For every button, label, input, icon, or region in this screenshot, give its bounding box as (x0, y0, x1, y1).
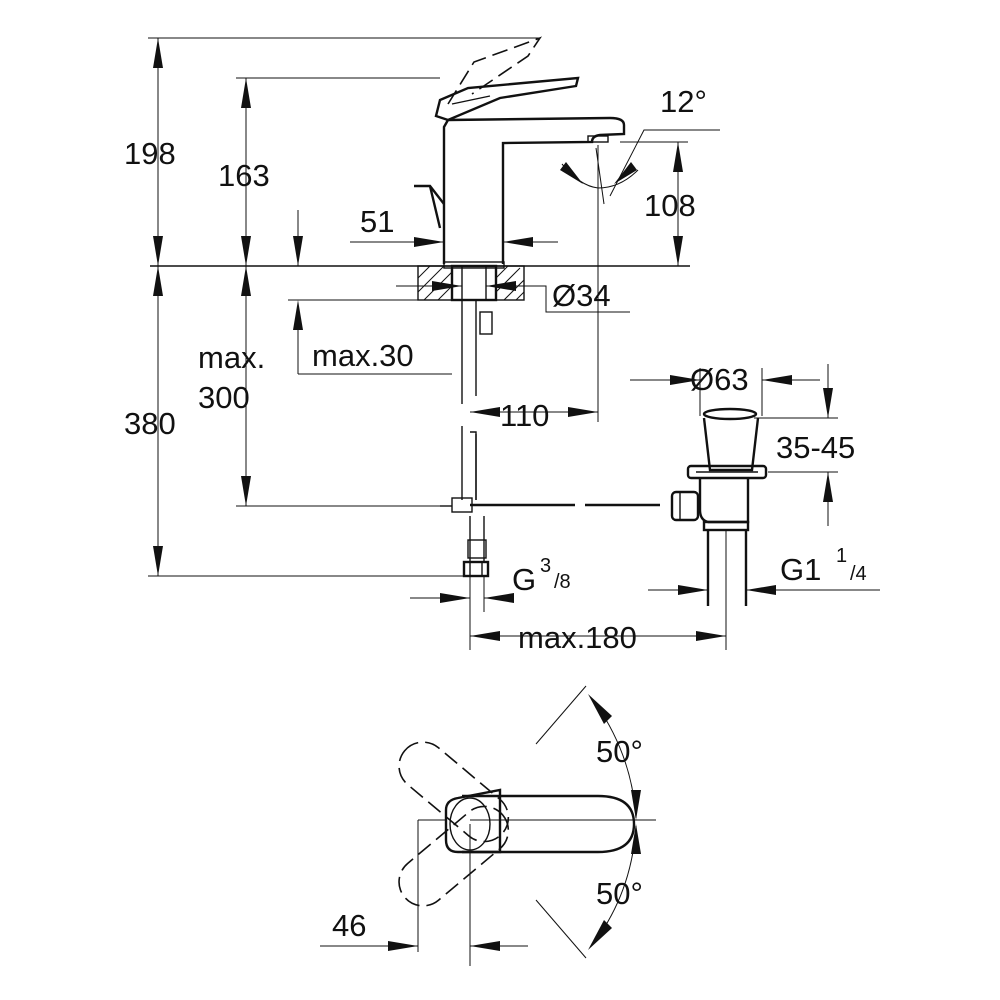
faucet-side-view (414, 36, 626, 264)
dimension-labels: 198 163 12° 108 51 Ø34 max. 300 max.30 3… (124, 84, 867, 943)
drain-side-port (670, 490, 700, 522)
label-g-num: 3 (540, 555, 551, 577)
lever-position-left (398, 741, 510, 843)
label-angle-50-top: 50° (596, 734, 643, 769)
label-51: 51 (360, 204, 394, 239)
label-g1-num: 1 (836, 545, 847, 567)
label-g-den: /8 (554, 571, 571, 593)
waste-drain (670, 407, 768, 606)
label-g1-prefix: G1 (780, 552, 821, 587)
drain-plug (702, 407, 758, 421)
spout-underside (502, 141, 593, 144)
lever-handle (434, 76, 580, 122)
shank-fitting (479, 311, 493, 335)
hose-nut-g38 (462, 560, 490, 578)
label-163: 163 (218, 158, 270, 193)
popup-connector (451, 497, 473, 513)
lever-position-right (398, 805, 510, 907)
aerator (587, 135, 609, 143)
label-110: 110 (500, 398, 549, 433)
label-46: 46 (332, 908, 366, 943)
label-g-prefix: G (512, 562, 536, 597)
top-base (444, 788, 502, 854)
deck-section (150, 261, 690, 578)
label-198: 198 (124, 136, 176, 171)
label-angle-12: 12° (660, 84, 707, 119)
label-angle-50-bottom: 50° (596, 876, 643, 911)
top-lever (462, 794, 636, 854)
dimension-lines (148, 37, 880, 650)
label-max-30: max.30 (312, 338, 414, 373)
label-dia-34: Ø34 (552, 278, 611, 313)
label-max-180: max.180 (518, 620, 637, 655)
faucet-top-view (320, 685, 656, 966)
label-300: 300 (198, 380, 250, 415)
label-dia-63: Ø63 (690, 362, 749, 397)
hose-ferrule (467, 539, 487, 559)
drain-body (702, 417, 760, 472)
label-max: max. (198, 340, 265, 375)
mounting-nut (450, 264, 498, 302)
drain-flange-nut (686, 464, 768, 480)
label-g1-den: /4 (850, 563, 867, 585)
popup-rod (414, 184, 445, 229)
drain-lower-body (698, 478, 750, 524)
faucet-body (442, 116, 626, 264)
label-35-45: 35-45 (776, 430, 855, 465)
lever-detail (451, 95, 491, 105)
label-380: 380 (124, 406, 176, 441)
label-108: 108 (644, 188, 696, 223)
